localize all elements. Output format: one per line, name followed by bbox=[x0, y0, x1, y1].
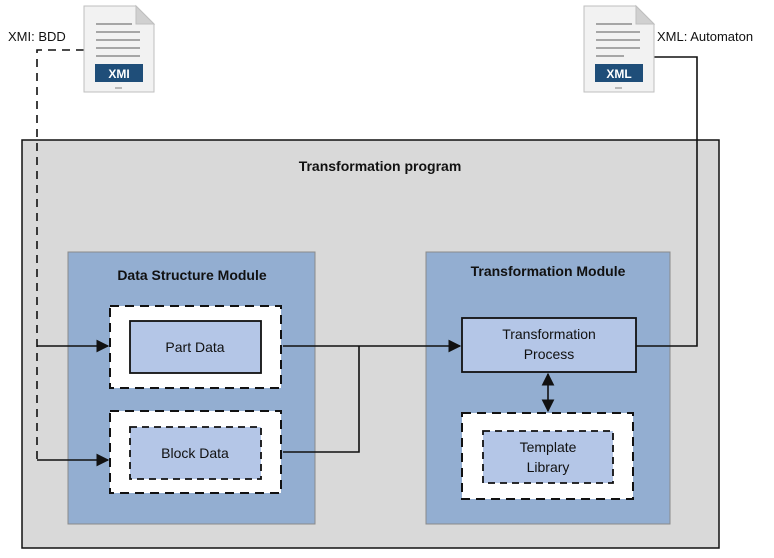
block-data-output-line bbox=[283, 346, 360, 453]
data-structure-module-title: Data Structure Module bbox=[117, 267, 267, 283]
xml-icon-badge: XML bbox=[606, 67, 631, 81]
block-data-label: Block Data bbox=[161, 445, 229, 461]
part-data-label: Part Data bbox=[165, 339, 224, 355]
program-title: Transformation program bbox=[299, 158, 462, 174]
template-library-box bbox=[482, 430, 614, 484]
template-library-label-line1: Template bbox=[520, 439, 577, 455]
xml-file-icon bbox=[583, 4, 656, 93]
transformation-process-label-line2: Process bbox=[524, 346, 575, 362]
transformation-process-label-line1: Transformation bbox=[502, 326, 596, 342]
xmi-input-dashed-line bbox=[36, 49, 84, 460]
xmi-file-icon bbox=[83, 4, 156, 93]
xmi-icon-badge: XMI bbox=[108, 67, 129, 81]
transformation-module-title: Transformation Module bbox=[471, 263, 626, 279]
xmi-input-label: XMI: BDD bbox=[8, 29, 66, 44]
transformation-process-box bbox=[461, 317, 637, 373]
xml-output-label: XML: Automaton bbox=[657, 29, 753, 44]
xml-output-line bbox=[636, 50, 698, 347]
template-library-label-line2: Library bbox=[527, 459, 570, 475]
part-data-box bbox=[129, 320, 262, 374]
block-data-box bbox=[129, 426, 262, 480]
